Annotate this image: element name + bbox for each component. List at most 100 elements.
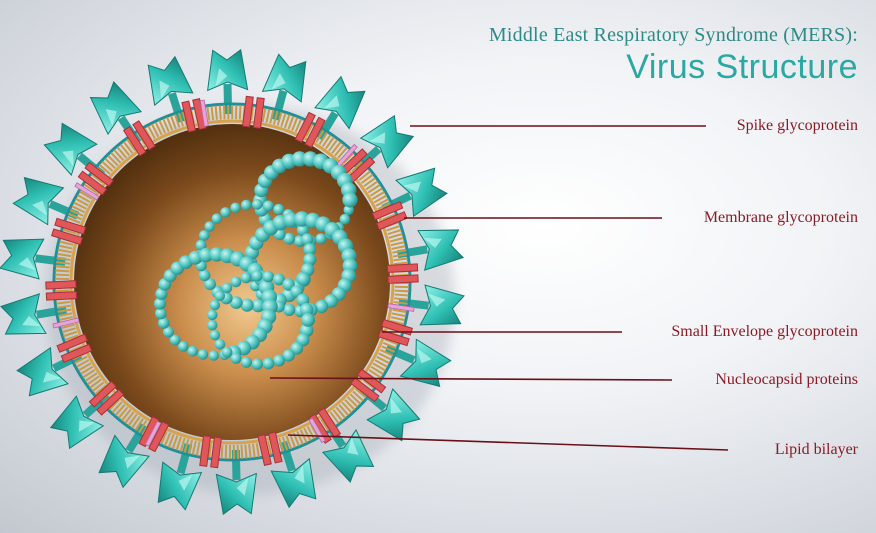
nucleocapsid-bead — [296, 224, 309, 236]
membrane-protein-icon — [377, 318, 413, 347]
membrane-protein-icon — [371, 200, 408, 231]
envelope-protein-icon — [74, 182, 100, 201]
label-small-envelope-glycoprotein: Small Envelope glycoprotein — [671, 323, 858, 340]
nucleocapsid-bead — [230, 202, 241, 213]
spike-glycoprotein-icon — [384, 338, 452, 388]
membrane-protein-icon — [77, 161, 114, 196]
nucleocapsid-bead — [240, 272, 252, 284]
nucleocapsid-bead — [198, 269, 211, 282]
nucleocapsid-bead — [208, 350, 219, 361]
spike-glycoprotein-icon — [98, 423, 150, 489]
nucleocapsid-bead — [303, 243, 317, 256]
nucleocapsid-bead — [214, 339, 226, 350]
nucleocapsid-bead — [221, 346, 233, 358]
nucleocapsid-bead — [291, 151, 308, 167]
nucleocapsid-bead — [296, 272, 311, 286]
nucleocapsid-bead — [230, 352, 242, 364]
leader-lines — [269, 125, 729, 451]
nucleocapsid-bead — [301, 313, 315, 327]
nucleocapsid-bead — [251, 270, 263, 282]
envelope-protein-icon — [387, 303, 415, 312]
nucleocapsid-bead — [155, 287, 168, 300]
nucleocapsid-bead — [204, 278, 217, 291]
nucleocapsid-bead — [195, 239, 207, 251]
nucleocapsid-bead — [178, 341, 189, 352]
nucleocapsid-bead — [204, 221, 215, 232]
label-nucleocapsid-proteins: Nucleocapsid proteins — [715, 371, 858, 388]
nucleocapsid-bead — [273, 354, 285, 367]
nucleocapsid-strand — [154, 151, 358, 370]
spike-glycoprotein-icon — [261, 53, 307, 121]
membrane-glycoproteins — [45, 95, 419, 469]
label-membrane-glycoprotein: Membrane glycoprotein — [703, 209, 858, 226]
nucleocapsid-bead — [187, 346, 198, 357]
nucleocapsid-bead — [240, 298, 254, 312]
nucleocapsid-bead — [221, 282, 233, 294]
nucleocapsid-bead — [262, 200, 274, 212]
nucleocapsid-bead — [303, 253, 317, 267]
spike-glycoprotein-icon — [398, 284, 465, 326]
membrane-protein-icon — [181, 98, 207, 133]
nucleocapsid-bead — [229, 296, 243, 309]
nucleocapsid-bead — [290, 342, 304, 355]
nucleocapsid-bead — [273, 203, 285, 215]
label-lipid-bilayer: Lipid bilayer — [774, 441, 858, 458]
title-block: Middle East Respiratory Syndrome (MERS):… — [489, 24, 858, 87]
nucleocapsid-bead — [315, 233, 327, 245]
envelope-protein-icon — [52, 317, 80, 329]
membrane-protein-icon — [45, 280, 78, 301]
nucleocapsid-bead — [209, 299, 221, 311]
membrane-protein-icon — [350, 368, 387, 403]
nucleocapsid-bead — [251, 358, 263, 370]
membrane-protein-icon — [122, 120, 156, 157]
membrane-protein-icon — [294, 111, 326, 149]
nucleocapsid-bead — [207, 309, 218, 321]
membrane-protein-icon — [51, 217, 87, 246]
membrane-protein-icon — [199, 435, 222, 469]
nucleocapsid-bead — [198, 247, 214, 263]
nucleocapsid-bead — [207, 320, 218, 331]
title-subtitle: Middle East Respiratory Syndrome (MERS): — [488, 24, 858, 46]
nucleocapsid-bead — [282, 278, 295, 291]
nucleocapsid-bead — [240, 356, 252, 368]
nucleocapsid-bead — [230, 276, 242, 288]
nucleocapsid-bead — [158, 317, 170, 329]
page-title: Virus Structure — [626, 48, 858, 86]
nucleocapsid-bead — [272, 273, 285, 286]
nucleocapsid-bead — [199, 230, 210, 241]
membrane-protein-icon — [257, 431, 283, 466]
leader-line — [269, 377, 673, 381]
membrane-protein-icon — [56, 333, 93, 364]
nucleocapsid-bead — [214, 290, 226, 302]
nucleocapsid-bead — [251, 199, 263, 210]
nucleocapsid-bead — [282, 349, 295, 362]
nucleocapsid-bead — [251, 298, 265, 313]
membrane-protein-icon — [386, 263, 419, 284]
leader-line — [287, 434, 729, 451]
nucleocapsid-bead — [339, 213, 351, 225]
envelope-glycoproteins — [52, 99, 415, 447]
nucleocapsid-bead — [169, 334, 181, 346]
envelope-protein-icon — [199, 99, 209, 127]
spike-glycoprotein-icon — [207, 48, 249, 115]
nucleocapsid-bead — [342, 192, 358, 208]
nucleocapsid-bead — [220, 207, 231, 218]
nucleocapsid-bead — [240, 199, 252, 211]
label-spike-glycoprotein: Spike glycoprotein — [736, 117, 858, 134]
nucleocapsid-bead — [283, 232, 295, 245]
nucleocapsid-bead — [155, 307, 167, 320]
nucleocapsid-bead — [262, 357, 275, 370]
nucleocapsid-bead — [315, 299, 329, 314]
nucleocapsid-bead — [262, 270, 275, 283]
envelope-protein-icon — [144, 420, 162, 447]
nucleocapsid-bead — [197, 349, 209, 360]
membrane-protein-icon — [242, 95, 265, 129]
nucleocapsid-bead — [154, 297, 166, 310]
nucleocapsid-bead — [209, 330, 221, 341]
nucleocapsid-bead — [301, 233, 314, 246]
nucleocapsid-bead — [163, 326, 174, 338]
nucleocapsid-bead — [211, 213, 222, 224]
spike-glycoprotein-icon — [0, 293, 67, 335]
nucleocapsid-bead — [300, 303, 314, 317]
